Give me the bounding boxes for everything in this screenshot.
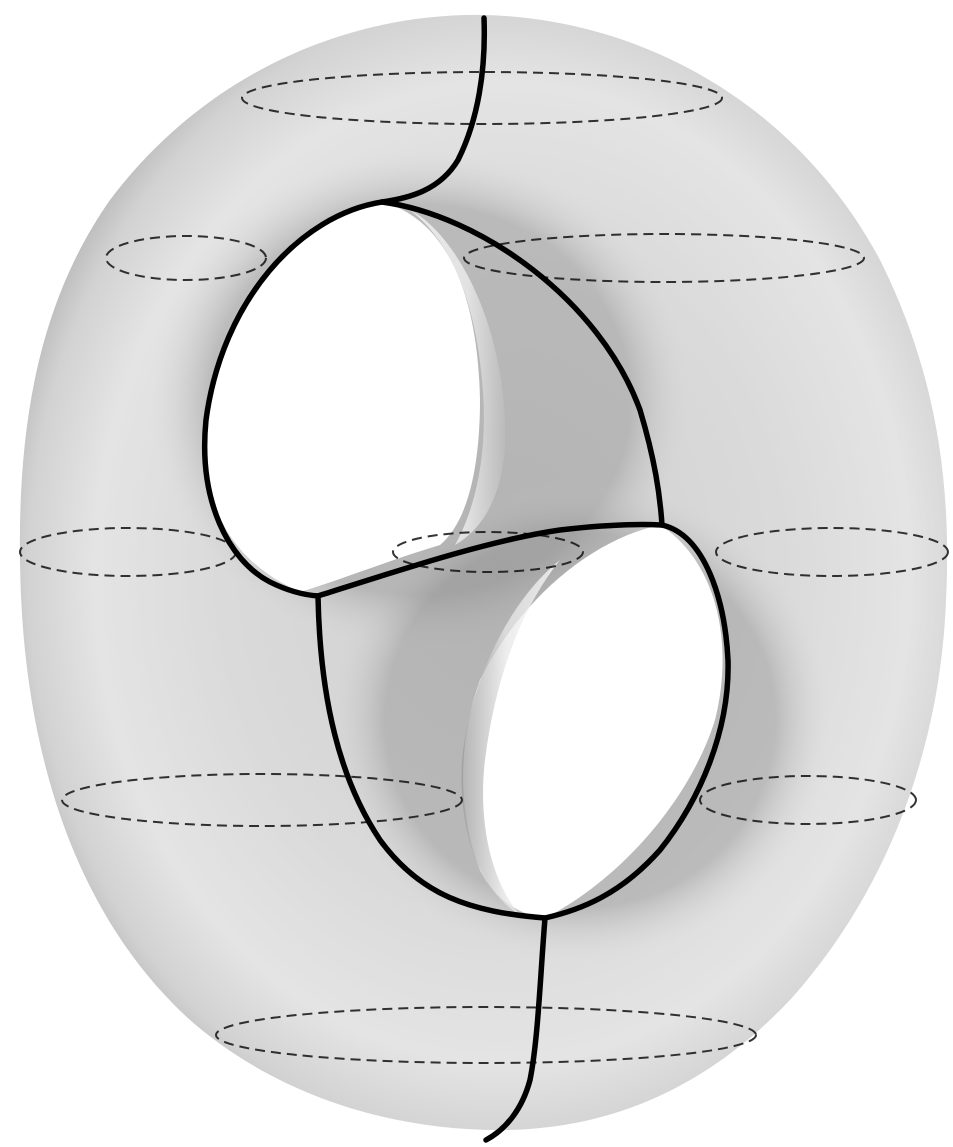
genus-two-surface-figure: [0, 0, 953, 1147]
